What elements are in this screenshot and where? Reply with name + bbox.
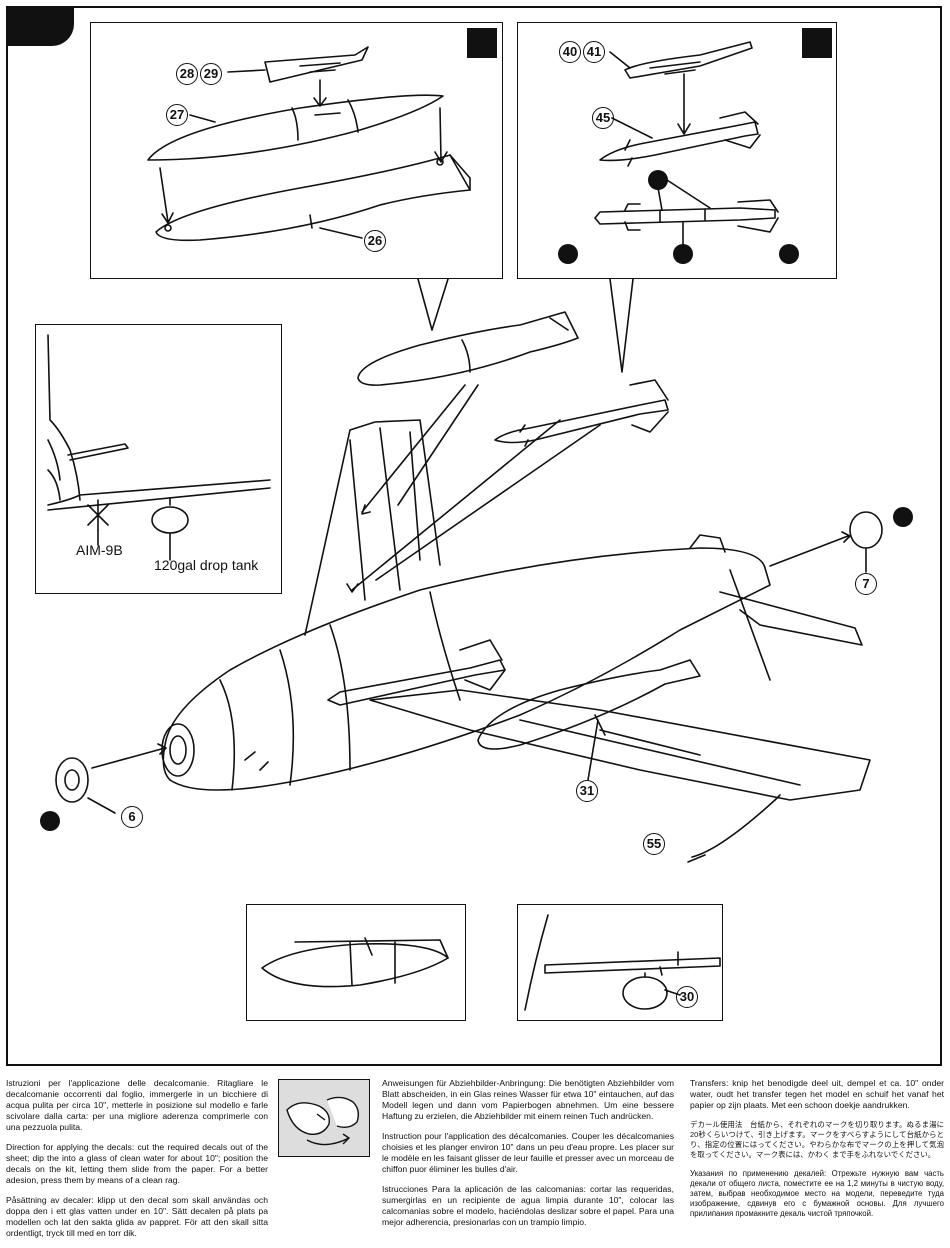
instructions-german: Anweisungen für Abziehbilder-Anbringung:… bbox=[382, 1078, 674, 1121]
aircraft-fuselage bbox=[161, 534, 771, 791]
tank-half-26 bbox=[155, 154, 471, 242]
corner-tab bbox=[6, 6, 74, 46]
decal-marker bbox=[779, 244, 799, 264]
arrow-pylon-to-tank bbox=[313, 79, 327, 107]
callout-55-wrap: 55 bbox=[643, 833, 667, 855]
leader-45 bbox=[611, 117, 653, 139]
instructions-dutch: Transfers: knip het benodigde deel uit, … bbox=[690, 1078, 944, 1110]
inset-tank-detail bbox=[246, 904, 466, 1021]
arrow-left bbox=[159, 167, 174, 224]
leader-6 bbox=[87, 797, 116, 814]
callout-41: 41 bbox=[583, 41, 605, 63]
instructions-spanish: Istrucciones Para la aplicación de las c… bbox=[382, 1184, 674, 1227]
decal-marker bbox=[648, 170, 668, 190]
arrows-to-wing bbox=[351, 384, 601, 591]
intake-cap-6 bbox=[55, 743, 167, 803]
pylon-part-28-29 bbox=[264, 46, 369, 83]
callout-45-wrap: 45 bbox=[592, 107, 616, 129]
instructions-col-3: Transfers: knip het benodigde deel uit, … bbox=[690, 1078, 944, 1228]
drop-tank-mounted bbox=[477, 659, 701, 750]
antenna-part-55 bbox=[687, 794, 781, 863]
drop-tank-floating bbox=[357, 311, 579, 386]
callout-26: 26 bbox=[364, 230, 386, 252]
leader-31 bbox=[587, 719, 599, 781]
callout-29: 29 bbox=[200, 63, 222, 85]
step-marker bbox=[467, 28, 497, 58]
arrow-pylon-to-missile bbox=[677, 73, 691, 135]
aim-9b-label: AIM-9B bbox=[76, 542, 123, 558]
callout-7: 7 bbox=[855, 573, 877, 595]
drop-tank-label: 120gal drop tank bbox=[154, 557, 259, 573]
leader-28 bbox=[227, 69, 266, 73]
callout-55: 55 bbox=[643, 833, 665, 855]
leader-27 bbox=[189, 114, 216, 123]
tank-detail-drawing bbox=[261, 937, 449, 988]
callout-7-wrap: 7 bbox=[855, 573, 879, 595]
decal-application-illustration bbox=[278, 1079, 370, 1157]
leader-26 bbox=[319, 227, 363, 239]
callout-31: 31 bbox=[576, 780, 598, 802]
decal-marker bbox=[558, 244, 578, 264]
callout-6-wrap: 6 bbox=[121, 806, 145, 828]
callout-40: 40 bbox=[559, 41, 581, 63]
instructions-english: Direction for applying the decals: cut t… bbox=[6, 1142, 268, 1185]
callout-27-wrap: 27 bbox=[166, 104, 190, 126]
callout-6: 6 bbox=[121, 806, 143, 828]
missile-pylon-40-41 bbox=[624, 41, 753, 79]
aircraft-wing-upper bbox=[304, 419, 441, 636]
missile-part-45 bbox=[599, 111, 761, 167]
arrow-right bbox=[434, 107, 448, 163]
instruction-frame bbox=[6, 6, 942, 1066]
missile-floating bbox=[494, 379, 669, 447]
callout-45: 45 bbox=[592, 107, 614, 129]
callout-31-wrap: 31 bbox=[576, 780, 600, 802]
arrow-heads bbox=[346, 504, 371, 593]
callout-28: 28 bbox=[176, 63, 198, 85]
aircraft-tailplane bbox=[719, 569, 863, 681]
instructions-japanese: デカール使用法 台紙から、それぞれのマークを切り取ります。ぬるま湯に20秒くらい… bbox=[690, 1120, 944, 1159]
exhaust-cap-7 bbox=[769, 511, 883, 567]
missile-mounted bbox=[327, 639, 506, 706]
decal-marker bbox=[40, 811, 60, 831]
leader-40 bbox=[609, 51, 631, 69]
leader-dots bbox=[656, 179, 711, 246]
instructions-russian: Указания по применению декалей: Отрежьте… bbox=[690, 1169, 944, 1218]
step-marker bbox=[802, 28, 832, 58]
tank-half-27 bbox=[147, 94, 444, 161]
callout-30: 30 bbox=[676, 986, 698, 1008]
decal-marker bbox=[673, 244, 693, 264]
instructions-french: Instruction pour l'application des décal… bbox=[382, 1131, 674, 1174]
decal-marker bbox=[893, 507, 913, 527]
callout-27: 27 bbox=[166, 104, 188, 126]
callout-30-wrap: 30 bbox=[676, 986, 700, 1008]
side-view-aircraft bbox=[47, 334, 271, 561]
assembled-missile bbox=[594, 199, 779, 233]
inset-pointer-1 bbox=[417, 278, 449, 331]
instructions-swedish: Påsättning av decaler: klipp ut den deca… bbox=[6, 1195, 268, 1238]
hand-illustration-icon bbox=[286, 1096, 360, 1146]
pylon-detail-drawing bbox=[524, 914, 721, 1011]
inset-pointer-2 bbox=[609, 278, 634, 373]
assembly-drawing bbox=[47, 41, 883, 1011]
instructions-col-1: Istruzioni per l'applicazione delle deca… bbox=[6, 1078, 268, 1248]
instructions-col-2: Anweisungen für Abziehbilder-Anbringung:… bbox=[382, 1078, 674, 1237]
callout-26-wrap: 26 bbox=[364, 230, 388, 252]
instructions-italian: Istruzioni per l'applicazione delle deca… bbox=[6, 1078, 268, 1132]
